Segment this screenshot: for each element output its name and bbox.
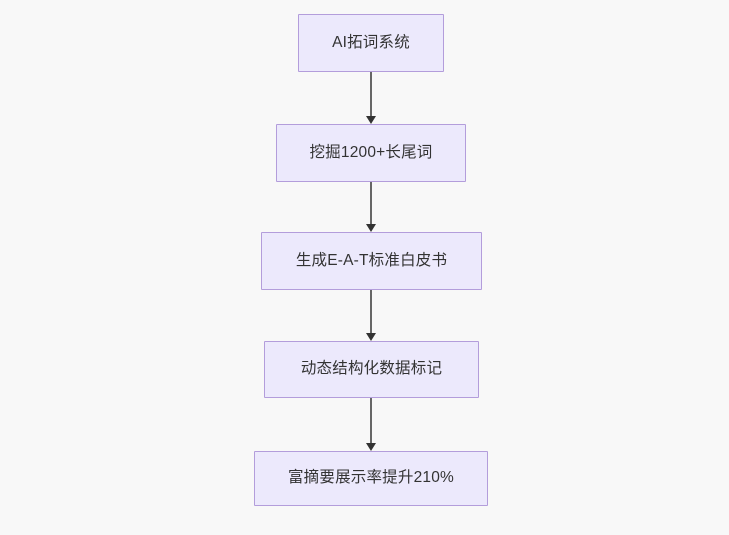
flowchart-node-4-label: 动态结构化数据标记 (300, 360, 443, 378)
flowchart-node-4[interactable]: 动态结构化数据标记 (264, 341, 479, 398)
flowchart-node-2[interactable]: 挖掘1200+长尾词 (276, 124, 466, 182)
flowchart-edge-1 (366, 72, 376, 124)
flowchart-node-5-label: 富摘要展示率提升210% (287, 469, 455, 487)
flowchart-edge-2 (366, 182, 376, 232)
arrow-down-icon (366, 116, 376, 124)
edge-line (370, 182, 372, 225)
arrow-down-icon (366, 333, 376, 341)
flowchart-node-2-label: 挖掘1200+长尾词 (309, 143, 433, 161)
flowchart-node-3[interactable]: 生成E-A-T标准白皮书 (261, 232, 482, 290)
arrow-down-icon (366, 224, 376, 232)
edge-line (370, 398, 372, 444)
flowchart-edge-3 (366, 290, 376, 341)
edge-line (370, 72, 372, 117)
arrow-down-icon (366, 443, 376, 451)
flowchart-node-5[interactable]: 富摘要展示率提升210% (254, 451, 488, 506)
edge-line (370, 290, 372, 334)
flowchart-node-1[interactable]: AI拓词系统 (298, 14, 444, 72)
flowchart-edge-4 (366, 398, 376, 451)
flowchart-node-3-label: 生成E-A-T标准白皮书 (295, 251, 448, 269)
flowchart-node-1-label: AI拓词系统 (332, 33, 410, 51)
